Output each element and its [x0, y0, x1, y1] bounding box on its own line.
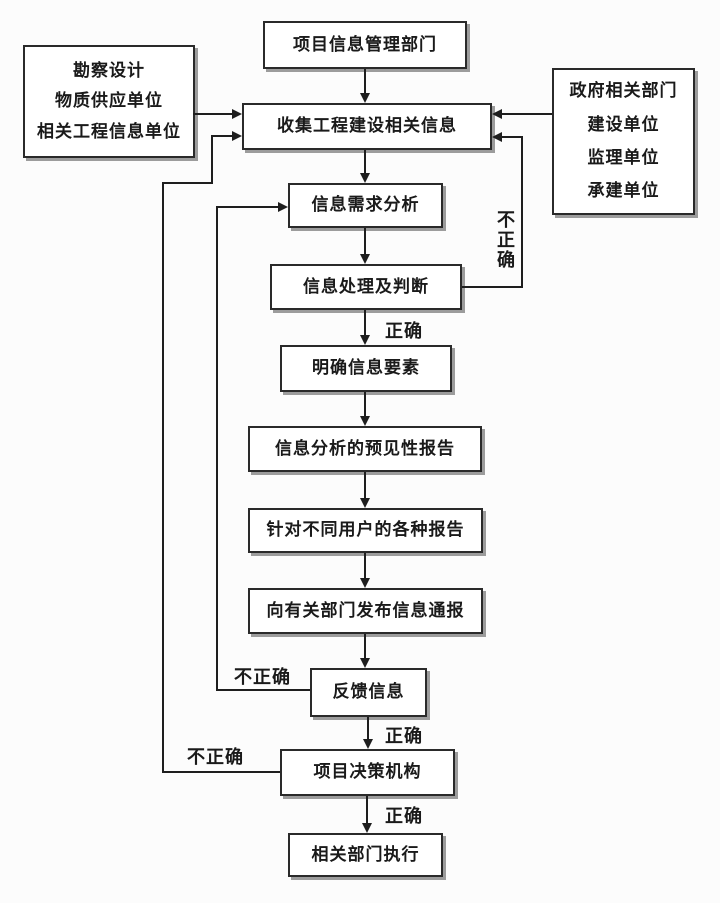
edge-processing-incorrect-head: [492, 132, 502, 142]
node-foresight-report: 信息分析的预见性报告: [248, 426, 482, 472]
node-decision-body-label: 项目决策机构: [313, 762, 422, 782]
node-execute: 相关部门执行: [288, 833, 443, 877]
node-foresight-report-label: 信息分析的预见性报告: [275, 438, 455, 458]
arrow-processing-to-clarify-line: [364, 310, 366, 336]
node-execute-label: 相关部门执行: [311, 844, 420, 864]
arrow-infodept-to-collect-line: [364, 69, 366, 95]
edge-decision-incorrect-h2: [162, 182, 213, 184]
node-processing-judgment: 信息处理及判断: [270, 264, 462, 310]
arrow-demand-to-processing-head: [360, 254, 370, 264]
node-user-reports: 针对不同用户的各种报告: [248, 508, 483, 553]
node-demand-analysis: 信息需求分析: [288, 183, 443, 228]
node-feedback: 反馈信息: [310, 668, 427, 717]
edge-decision-incorrect-v1: [162, 182, 164, 773]
arrow-decision-to-execute-head: [362, 823, 372, 833]
node-info-dept-label: 项目信息管理部门: [293, 34, 437, 54]
arrow-userreports-to-notify-line: [364, 553, 366, 579]
node-decision-body: 项目决策机构: [280, 749, 455, 796]
arrow-feedback-to-decision-head: [363, 739, 373, 749]
arrow-userreports-to-notify-head: [360, 578, 370, 588]
edge-feedback-incorrect-v: [216, 206, 218, 691]
node-notify-depts-label: 向有关部门发布信息通报: [266, 600, 465, 620]
arrow-sourcesleft-to-collect-head: [232, 109, 242, 119]
arrow-foresight-to-userreports-head: [360, 498, 370, 508]
edge-decision-incorrect-h3: [211, 135, 233, 137]
node-user-reports-label: 针对不同用户的各种报告: [266, 520, 465, 540]
label-decision-correct: 正确: [385, 806, 423, 826]
arrow-sourcesleft-to-collect-line: [193, 113, 233, 115]
label-processing-incorrect: 不正确: [495, 210, 515, 270]
edge-processing-incorrect-h2: [502, 136, 523, 138]
label-feedback-correct: 正确: [385, 726, 423, 746]
arrow-sourcesright-to-collect-head: [492, 109, 502, 119]
node-processing-judgment-label: 信息处理及判断: [303, 276, 429, 296]
node-sources-left-line3: 相关工程信息单位: [37, 121, 181, 141]
arrow-processing-to-clarify-head: [360, 335, 370, 345]
label-processing-correct: 正确: [385, 321, 423, 341]
label-decision-incorrect: 不正确: [187, 747, 244, 767]
node-clarify-elements-label: 明确信息要素: [312, 358, 420, 378]
arrow-collect-to-demand-head: [360, 173, 370, 183]
arrow-notify-to-feedback-line: [364, 634, 366, 659]
node-collect-info: 收集工程建设相关信息: [242, 103, 492, 150]
node-sources-right-line2: 建设单位: [587, 114, 660, 134]
arrow-feedback-to-decision-line: [367, 717, 369, 740]
edge-processing-incorrect-h1: [462, 286, 523, 288]
arrow-decision-to-execute-line: [366, 796, 368, 824]
node-sources-right-line4: 承建单位: [587, 181, 660, 201]
edge-feedback-incorrect-h1: [216, 689, 310, 691]
node-demand-analysis-label: 信息需求分析: [311, 195, 420, 215]
node-notify-depts: 向有关部门发布信息通报: [248, 588, 483, 634]
arrow-sourcesright-to-collect-line: [502, 113, 552, 115]
node-sources-right-line3: 监理单位: [587, 148, 660, 167]
arrow-clarify-to-foresight-head: [360, 416, 370, 426]
edge-decision-incorrect-head: [232, 131, 242, 141]
arrow-notify-to-feedback-head: [360, 658, 370, 668]
node-feedback-label: 反馈信息: [332, 682, 405, 702]
arrow-foresight-to-userreports-line: [364, 472, 366, 499]
edge-feedback-incorrect-h2: [216, 206, 279, 208]
arrow-clarify-to-foresight-line: [364, 392, 366, 417]
node-sources-left-line2: 物质供应单位: [55, 91, 163, 111]
node-sources-right-line1: 政府相关部门: [569, 81, 678, 101]
arrow-infodept-to-collect-head: [360, 93, 370, 103]
label-feedback-incorrect: 不正确: [234, 667, 291, 687]
edge-decision-incorrect-h1: [162, 771, 280, 773]
edge-decision-incorrect-v2: [211, 135, 213, 184]
arrow-collect-to-demand-line: [364, 150, 366, 174]
edge-feedback-incorrect-head: [278, 202, 288, 212]
node-clarify-elements: 明确信息要素: [280, 345, 452, 392]
node-collect-info-label: 收集工程建设相关信息: [277, 116, 457, 136]
node-info-dept: 项目信息管理部门: [263, 21, 467, 69]
edge-processing-incorrect-v: [521, 136, 523, 288]
node-sources-right: 政府相关部门 建设单位 监理单位 承建单位: [552, 68, 695, 215]
arrow-demand-to-processing-line: [364, 228, 366, 255]
node-sources-left: 勘察设计 物质供应单位 相关工程信息单位: [23, 45, 195, 158]
node-sources-left-line1: 勘察设计: [73, 60, 145, 80]
